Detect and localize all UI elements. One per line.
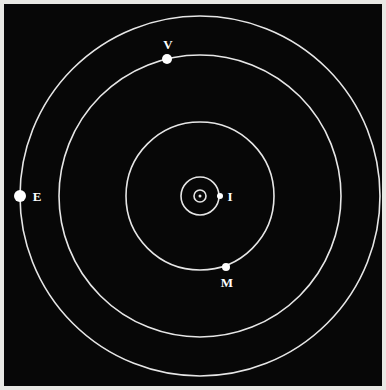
orbit-ring [126,122,274,270]
sky-panel [4,4,382,386]
planet-dot [14,190,26,202]
orbit-ring [181,177,219,215]
sun-dot [199,195,202,198]
planet-label: I [227,190,232,203]
planet-dot [162,54,172,64]
orbit-ring [59,55,341,337]
planet-label: M [221,276,233,289]
orbit-ring [20,16,380,376]
sun-symbol [194,190,206,202]
planet-label: V [163,38,172,51]
planet-label: E [33,190,42,203]
planet-dot [217,193,223,199]
planet-dot [222,263,230,271]
